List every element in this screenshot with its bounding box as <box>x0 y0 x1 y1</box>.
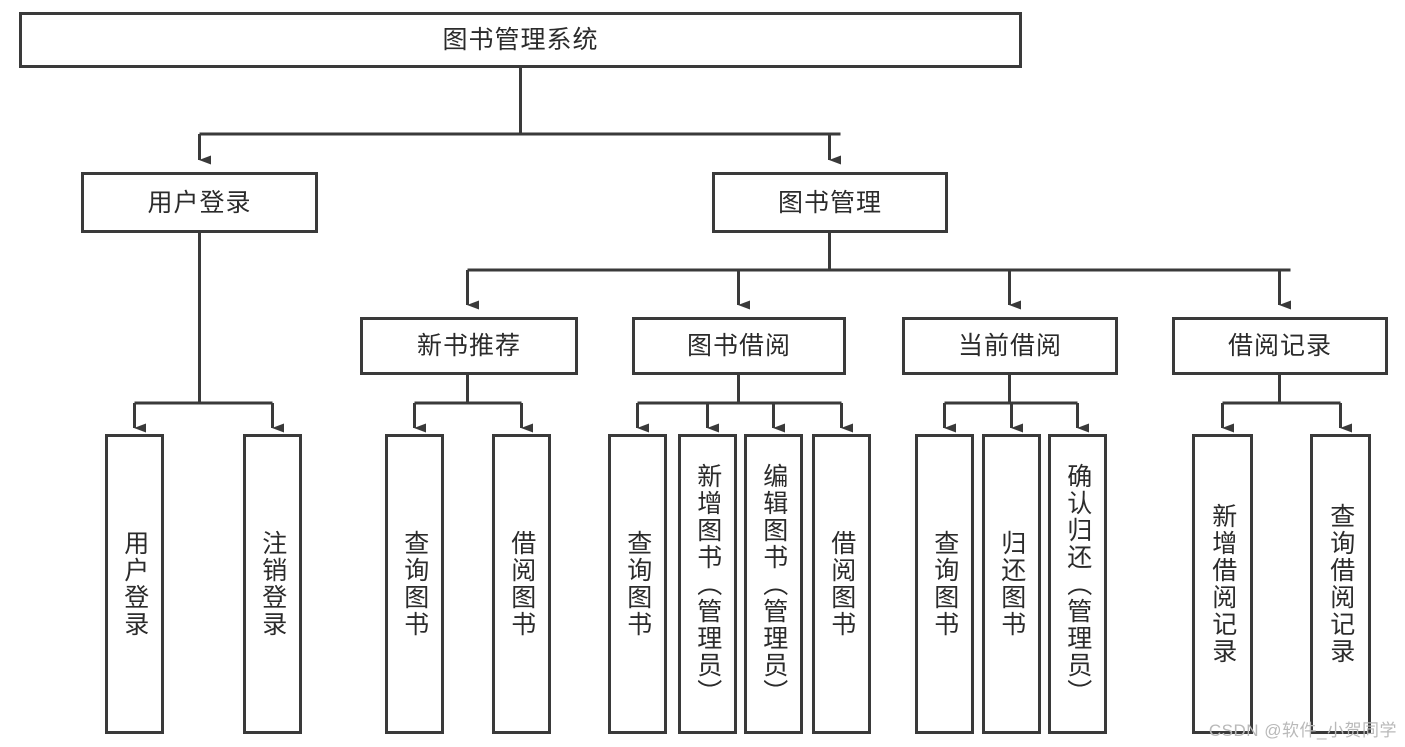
node-user-login-label: 用户登录 <box>147 188 252 217</box>
node-leaf-query-record[interactable]: 查询借阅记录 <box>1310 434 1371 734</box>
node-new-book-recommend-label: 新书推荐 <box>416 332 521 360</box>
node-leaf-logout-label: 注销登录 <box>258 530 287 638</box>
node-book-borrow-label: 图书借阅 <box>686 332 791 360</box>
node-leaf-add-book[interactable]: 新增图书（管理员） <box>678 434 737 734</box>
node-leaf-logout[interactable]: 注销登录 <box>243 434 302 734</box>
node-leaf-query-book-1-label: 查询图书 <box>400 530 429 638</box>
node-current-borrow[interactable]: 当前借阅 <box>902 317 1118 375</box>
node-leaf-add-record[interactable]: 新增借阅记录 <box>1192 434 1253 734</box>
node-leaf-query-book-3[interactable]: 查询图书 <box>915 434 974 734</box>
node-leaf-return-book[interactable]: 归还图书 <box>982 434 1041 734</box>
node-leaf-user-login[interactable]: 用户登录 <box>105 434 164 734</box>
node-new-book-recommend[interactable]: 新书推荐 <box>360 317 578 375</box>
watermark: CSDN @软件_小贺同学 <box>1208 721 1397 740</box>
node-leaf-query-book-2-label: 查询图书 <box>623 530 652 638</box>
node-leaf-confirm-return[interactable]: 确认归还（管理员） <box>1048 434 1107 734</box>
node-leaf-return-book-label: 归还图书 <box>997 530 1026 638</box>
node-leaf-edit-book-label: 编辑图书（管理员） <box>759 462 788 706</box>
node-leaf-query-book-1[interactable]: 查询图书 <box>385 434 444 734</box>
node-leaf-add-book-label: 新增图书（管理员） <box>693 462 722 706</box>
node-leaf-borrow-book-1-label: 借阅图书 <box>507 530 536 638</box>
node-leaf-query-book-2[interactable]: 查询图书 <box>608 434 667 734</box>
node-leaf-borrow-book-2-label: 借阅图书 <box>827 530 856 638</box>
node-leaf-query-book-3-label: 查询图书 <box>930 530 959 638</box>
node-leaf-borrow-book-2[interactable]: 借阅图书 <box>812 434 871 734</box>
node-borrow-record-label: 借阅记录 <box>1227 332 1332 360</box>
node-leaf-user-login-label: 用户登录 <box>120 530 149 638</box>
node-current-borrow-label: 当前借阅 <box>957 332 1062 360</box>
node-root-label: 图书管理系统 <box>442 26 599 54</box>
node-leaf-query-record-label: 查询借阅记录 <box>1326 503 1355 665</box>
node-leaf-confirm-return-label: 确认归还（管理员） <box>1063 462 1092 706</box>
node-root[interactable]: 图书管理系统 <box>19 12 1022 68</box>
node-leaf-edit-book[interactable]: 编辑图书（管理员） <box>744 434 803 734</box>
node-user-login[interactable]: 用户登录 <box>81 172 318 233</box>
node-leaf-add-record-label: 新增借阅记录 <box>1208 503 1237 665</box>
node-book-manage-label: 图书管理 <box>777 188 882 217</box>
node-book-borrow[interactable]: 图书借阅 <box>632 317 846 375</box>
node-borrow-record[interactable]: 借阅记录 <box>1172 317 1388 375</box>
node-book-manage[interactable]: 图书管理 <box>712 172 948 233</box>
node-leaf-borrow-book-1[interactable]: 借阅图书 <box>492 434 551 734</box>
